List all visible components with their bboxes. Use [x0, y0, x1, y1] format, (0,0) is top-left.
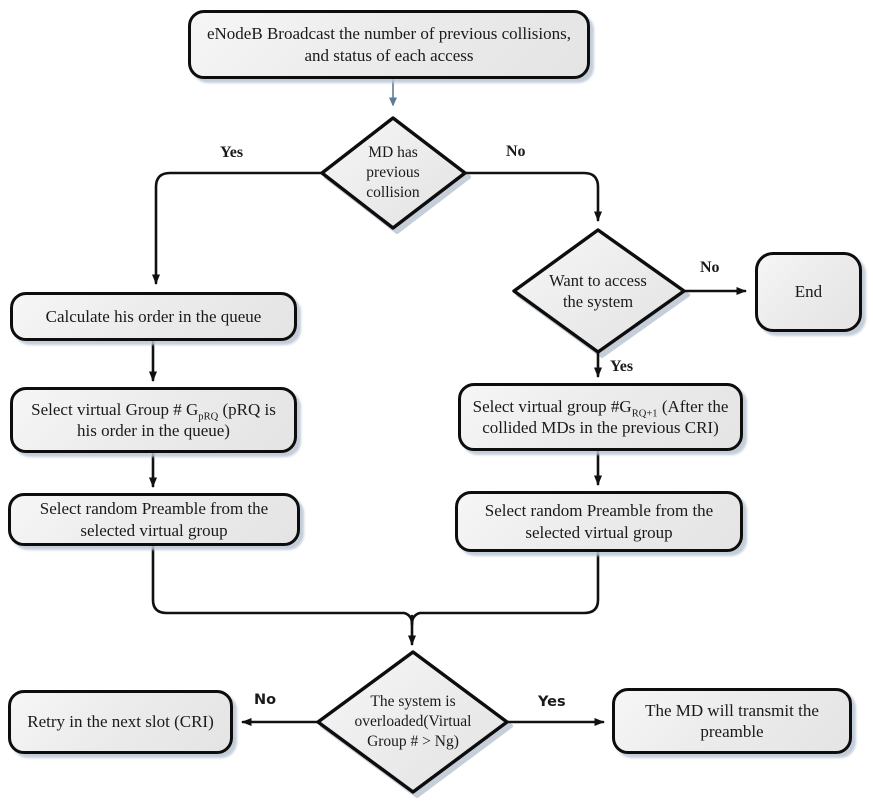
node-select-preamble-right: Select random Preamble from the selected…	[455, 491, 743, 552]
node-retry: Retry in the next slot (CRI)	[8, 690, 233, 754]
connectors	[149, 171, 747, 726]
node-select-preamble-left: Select random Preamble from the selected…	[8, 493, 300, 546]
select-preamble-right-line1: Select random Preamble from the	[484, 501, 714, 521]
diamond-overloaded-text: The system is overloaded(Virtual Group #…	[354, 693, 472, 750]
label-yes-bottom: Yes	[538, 694, 566, 710]
select-preamble-right-line2: selected virtual group	[525, 522, 673, 542]
transmit-line1: The MD will transmit the	[645, 700, 819, 720]
retry-label: Retry in the next slot (CRI)	[27, 712, 214, 732]
connector-right-merge	[410, 550, 600, 626]
transmit-line2: preamble	[700, 722, 764, 741]
diamonds	[316, 116, 686, 794]
diamond-overloaded	[316, 650, 509, 794]
select-group-left-line1: Select virtual Group # GpRQ (pRQ is	[31, 399, 276, 423]
label-no-bottom: No	[254, 692, 277, 708]
select-group-left-line2: his order in the queue)	[77, 421, 230, 440]
select-group-right-line1: Select virtual group #GRQ+1 (After the	[472, 396, 729, 420]
select-preamble-left-line2: selected virtual group	[80, 520, 228, 540]
label-yes-top: Yes	[220, 144, 244, 161]
label-no-end: No	[700, 259, 720, 276]
node-transmit: The MD will transmit the preamble	[612, 688, 852, 754]
node-enodeb-broadcast: eNodeB Broadcast the number of previous …	[188, 10, 590, 79]
end-label: End	[794, 282, 823, 302]
diamond-want-access-text: Want to access the system	[549, 270, 647, 311]
connector-yes-to-calc	[152, 171, 324, 285]
diamond-want-access	[512, 228, 686, 354]
connector-no-to-want-access	[463, 171, 602, 222]
select-preamble-left-line1: Select random Preamble from the	[39, 499, 269, 519]
enodeb-broadcast-line2: and status of each access	[304, 45, 474, 65]
node-end: End	[755, 252, 862, 332]
label-yes-right: Yes	[610, 358, 634, 375]
node-select-group-left: Select virtual Group # GpRQ (pRQ is his …	[10, 387, 297, 453]
calculate-order-label: Calculate his order in the queue	[45, 306, 262, 326]
select-group-right-line2: collided MDs in the previous CRI)	[482, 418, 719, 437]
node-select-group-right: Select virtual group #GRQ+1 (After the c…	[458, 383, 743, 451]
node-calculate-order: Calculate his order in the queue	[10, 292, 297, 341]
diamond-previous-collision	[320, 116, 467, 230]
diamond-previous-collision-text: MD has previous collision	[366, 144, 420, 201]
label-no-top: No	[506, 143, 526, 160]
connector-left-merge	[151, 544, 414, 626]
enodeb-broadcast-line1: eNodeB Broadcast the number of previous …	[206, 24, 571, 44]
